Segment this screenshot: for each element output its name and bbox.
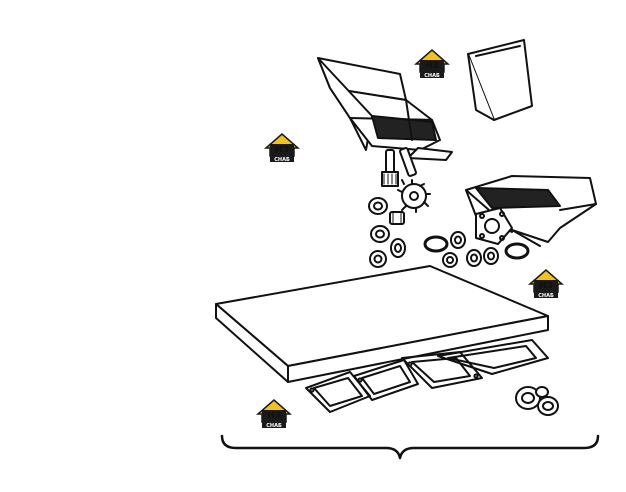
badge-code: НЗ	[425, 61, 439, 71]
closed-box-top-right	[467, 39, 533, 121]
badge-label: СНАБ	[274, 157, 290, 163]
hz-snab-badge: НЗ СНАБ	[414, 46, 450, 80]
badge-label: СНАБ	[538, 293, 554, 299]
house-badge-icon: НЗ СНАБ	[264, 133, 300, 163]
gaskets	[305, 339, 549, 413]
badge-label: СНАБ	[266, 423, 282, 429]
hz-snab-badge: НЗ СНАБ	[256, 396, 292, 430]
open-box-top	[317, 57, 453, 161]
bottom-brace	[220, 434, 600, 460]
badge-code: НЗ	[539, 281, 553, 291]
shaft-pins	[381, 147, 417, 187]
flat-panel	[215, 265, 549, 383]
seal-rings-left	[368, 197, 406, 268]
house-badge-icon: НЗ СНАБ	[528, 269, 564, 299]
house-badge-icon: НЗ СНАБ	[256, 399, 292, 429]
badge-label: СНАБ	[424, 73, 440, 79]
gear	[397, 179, 431, 213]
hz-snab-badge: НЗ СНАБ	[264, 130, 300, 164]
bearings	[515, 386, 559, 416]
hz-snab-badge: НЗ СНАБ	[528, 266, 564, 300]
badge-code: НЗ	[267, 411, 281, 421]
badge-code: НЗ	[275, 145, 289, 155]
house-badge-icon: НЗ СНАБ	[414, 49, 450, 79]
flange-plate	[475, 207, 513, 245]
o-rings-middle	[423, 231, 530, 268]
